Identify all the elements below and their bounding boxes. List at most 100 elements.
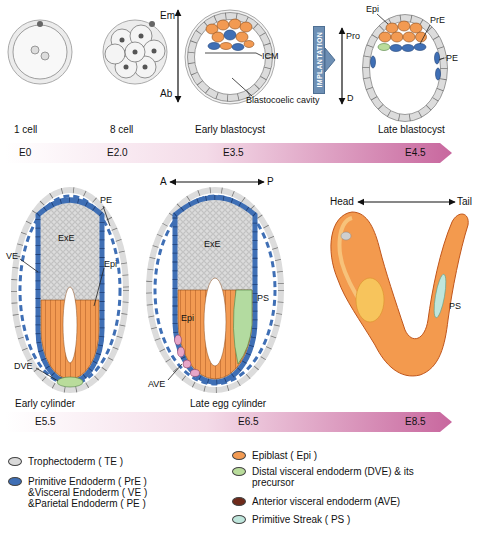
late-egg-cylinder	[149, 190, 281, 390]
timeline-band: E5.5 E6.5 E8.5	[5, 412, 452, 432]
early-egg-cylinder	[38, 200, 102, 382]
early-egg-cylinder	[36, 368, 58, 381]
legend-swatch	[232, 451, 246, 460]
tissue-label: Epi	[104, 258, 117, 270]
axis-arrow	[170, 181, 264, 182]
late-blastocyst	[377, 14, 388, 24]
part-label: ICM	[262, 50, 279, 62]
tissue-label: PrE	[430, 14, 445, 26]
late-egg-cylinder	[178, 347, 185, 357]
legend-swatch	[8, 477, 22, 486]
early-blastocyst	[236, 32, 248, 42]
implantation-box: IMPLANTATION	[313, 26, 325, 94]
early-egg-cylinder	[94, 268, 104, 306]
late-blastocyst	[366, 18, 444, 118]
early-egg-cylinder	[103, 206, 110, 226]
one-cell-embryo	[8, 20, 72, 84]
late-blastocyst	[420, 25, 430, 44]
early-blastocyst	[232, 44, 244, 51]
eight-cell-embryo	[124, 65, 129, 70]
axis-label: A	[160, 176, 167, 188]
e8-5-embryo	[432, 274, 449, 319]
one-cell-embryo	[41, 52, 49, 60]
late-blastocyst	[435, 52, 440, 64]
legend-text: Anterior visceral endoderm (AVE)	[252, 496, 472, 507]
tissue-label: Epi	[181, 312, 194, 324]
late-egg-cylinder	[175, 198, 255, 383]
embryonic-day: E8.5	[405, 416, 426, 428]
legend-text: Primitive Endoderm ( PrE ) &Visceral End…	[28, 476, 170, 509]
axis-arrow	[178, 10, 179, 102]
embryonic-day: E2.0	[107, 147, 128, 159]
tissue-label: Epi	[366, 3, 379, 15]
late-egg-cylinder	[183, 360, 191, 368]
tissue-label: AVE	[148, 378, 165, 390]
late-egg-cylinder	[191, 370, 200, 377]
eight-cell-embryo	[143, 65, 148, 70]
late-blastocyst	[439, 58, 444, 60]
e8-5-embryo	[331, 212, 468, 376]
tissue-label: PS	[257, 292, 269, 304]
stage-label: Late blastocyst	[378, 124, 445, 136]
late-blastocyst	[414, 44, 426, 51]
embryonic-day: E5.5	[35, 416, 56, 428]
eight-cell-embryo	[120, 38, 125, 43]
one-cell-embryo	[13, 25, 67, 79]
embryonic-day: E3.5	[223, 147, 244, 159]
one-cell-embryo	[8, 20, 72, 84]
late-egg-cylinder	[168, 364, 182, 380]
legend-swatch	[8, 457, 22, 466]
axis-arrow	[341, 28, 342, 104]
eight-cell-embryo	[152, 49, 157, 54]
one-cell-embryo	[37, 21, 43, 27]
legend-text: Trophectoderm ( TE )	[28, 456, 188, 467]
early-egg-cylinder	[14, 190, 126, 390]
legend-swatch	[232, 497, 246, 506]
tissue-label: PS	[449, 300, 461, 312]
early-blastocyst	[217, 20, 229, 30]
one-cell-embryo	[31, 46, 39, 54]
late-blastocyst	[398, 21, 410, 31]
late-blastocyst	[371, 56, 376, 68]
legend-text: Distal visceral endoderm (DVE) & its pre…	[252, 466, 420, 488]
early-egg-cylinder	[63, 287, 77, 363]
eight-cell-embryo	[139, 34, 144, 39]
embryonic-day: E0	[19, 147, 31, 159]
tissue-label: ExE	[204, 238, 221, 250]
early-blastocyst	[229, 19, 241, 29]
early-egg-cylinder	[38, 200, 102, 382]
eight-cell-embryo	[125, 42, 145, 62]
axis-arrow	[358, 201, 455, 202]
implantation-arrowhead	[325, 48, 335, 72]
tissue-label: PE	[446, 52, 458, 64]
embryonic-day: E6.5	[238, 416, 259, 428]
tissue-label: VE	[6, 250, 18, 262]
implantation-arrowhead	[325, 48, 335, 72]
early-blastocyst	[185, 10, 275, 104]
tissue-label: ExE	[58, 232, 75, 244]
stage-label: 1 cell	[14, 124, 37, 136]
axis-arrow	[342, 28, 343, 104]
late-blastocyst	[363, 15, 448, 122]
timeline-band: E0 E2.0 E3.5 E4.5	[5, 143, 452, 163]
late-egg-cylinder	[233, 290, 252, 364]
late-egg-cylinder	[175, 198, 255, 383]
e8-5-embryo	[356, 278, 384, 322]
eight-cell-embryo	[133, 50, 138, 55]
axis-arrow	[170, 182, 264, 183]
stage-label: Late egg cylinder	[190, 398, 266, 410]
early-blastocyst	[195, 20, 266, 95]
axis-arrow	[358, 202, 455, 203]
eight-cell-embryo	[103, 20, 167, 84]
stage-label: Early cylinder	[15, 398, 75, 410]
early-blastocyst	[208, 43, 220, 50]
e8-5-embryo	[341, 232, 351, 240]
late-egg-cylinder	[175, 335, 182, 345]
stage-label: IMPLANTATION	[316, 32, 323, 87]
embryonic-day: E4.5	[405, 147, 426, 159]
early-egg-cylinder	[20, 196, 120, 384]
legend-swatch	[232, 467, 246, 476]
early-blastocyst	[220, 43, 232, 50]
late-blastocyst	[416, 32, 427, 42]
late-egg-cylinder	[149, 190, 281, 390]
